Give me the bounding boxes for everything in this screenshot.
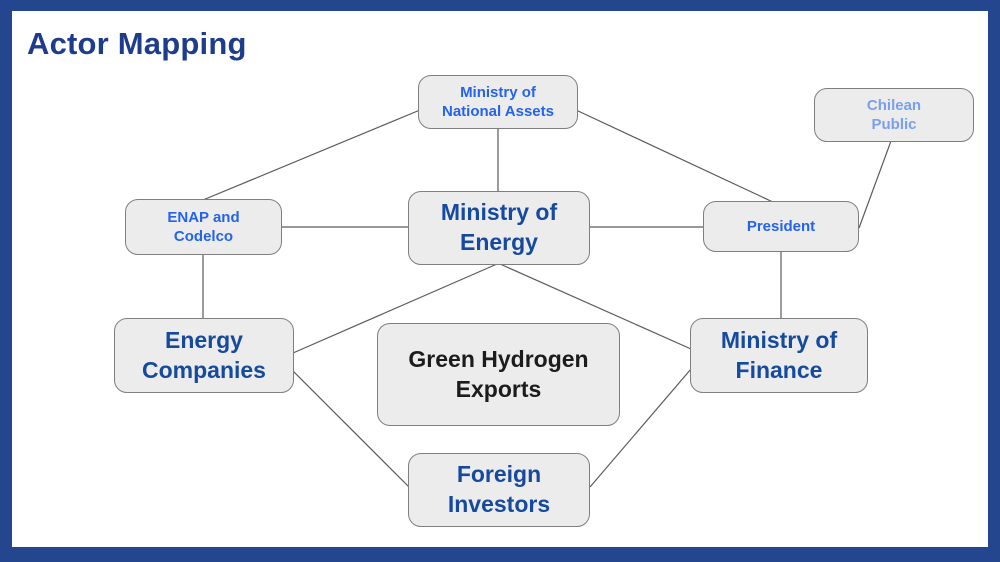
edge-national-assets-enap [202, 109, 421, 201]
node-ministry-of-national-assets[interactable]: Ministry of National Assets [418, 75, 578, 129]
node-label: Energy Companies [142, 326, 266, 383]
node-chilean-public[interactable]: Chilean Public [814, 88, 974, 142]
node-green-hydrogen-exports[interactable]: Green Hydrogen Exports [377, 323, 620, 426]
edge-finance-foreign-investors [589, 368, 692, 488]
node-enap-and-codelco[interactable]: ENAP and Codelco [125, 199, 282, 255]
page-title: Actor Mapping [27, 26, 247, 61]
edge-chilean-public-president [858, 140, 892, 229]
node-label: ENAP and Codelco [167, 208, 240, 245]
node-label: Foreign Investors [447, 461, 551, 517]
node-label: Ministry of National Assets [442, 83, 554, 120]
node-energy-companies[interactable]: Energy Companies [114, 318, 294, 393]
node-label: President [746, 217, 816, 235]
node-president[interactable]: President [703, 201, 859, 252]
node-ministry-of-energy[interactable]: Ministry of Energy [408, 191, 590, 265]
edge-national-assets-president [575, 109, 776, 204]
node-label: Chilean Public [866, 96, 922, 133]
node-label: Ministry of Energy [440, 199, 558, 255]
edge-energy-finance [499, 263, 692, 350]
node-ministry-of-finance[interactable]: Ministry of Finance [690, 318, 868, 393]
edge-energy-energy-companies [292, 263, 498, 354]
node-label: Ministry of Finance [720, 326, 838, 383]
node-label: Green Hydrogen Exports [408, 345, 589, 402]
node-foreign-investors[interactable]: Foreign Investors [408, 453, 590, 527]
edge-energy-companies-foreign-investors [292, 370, 410, 488]
